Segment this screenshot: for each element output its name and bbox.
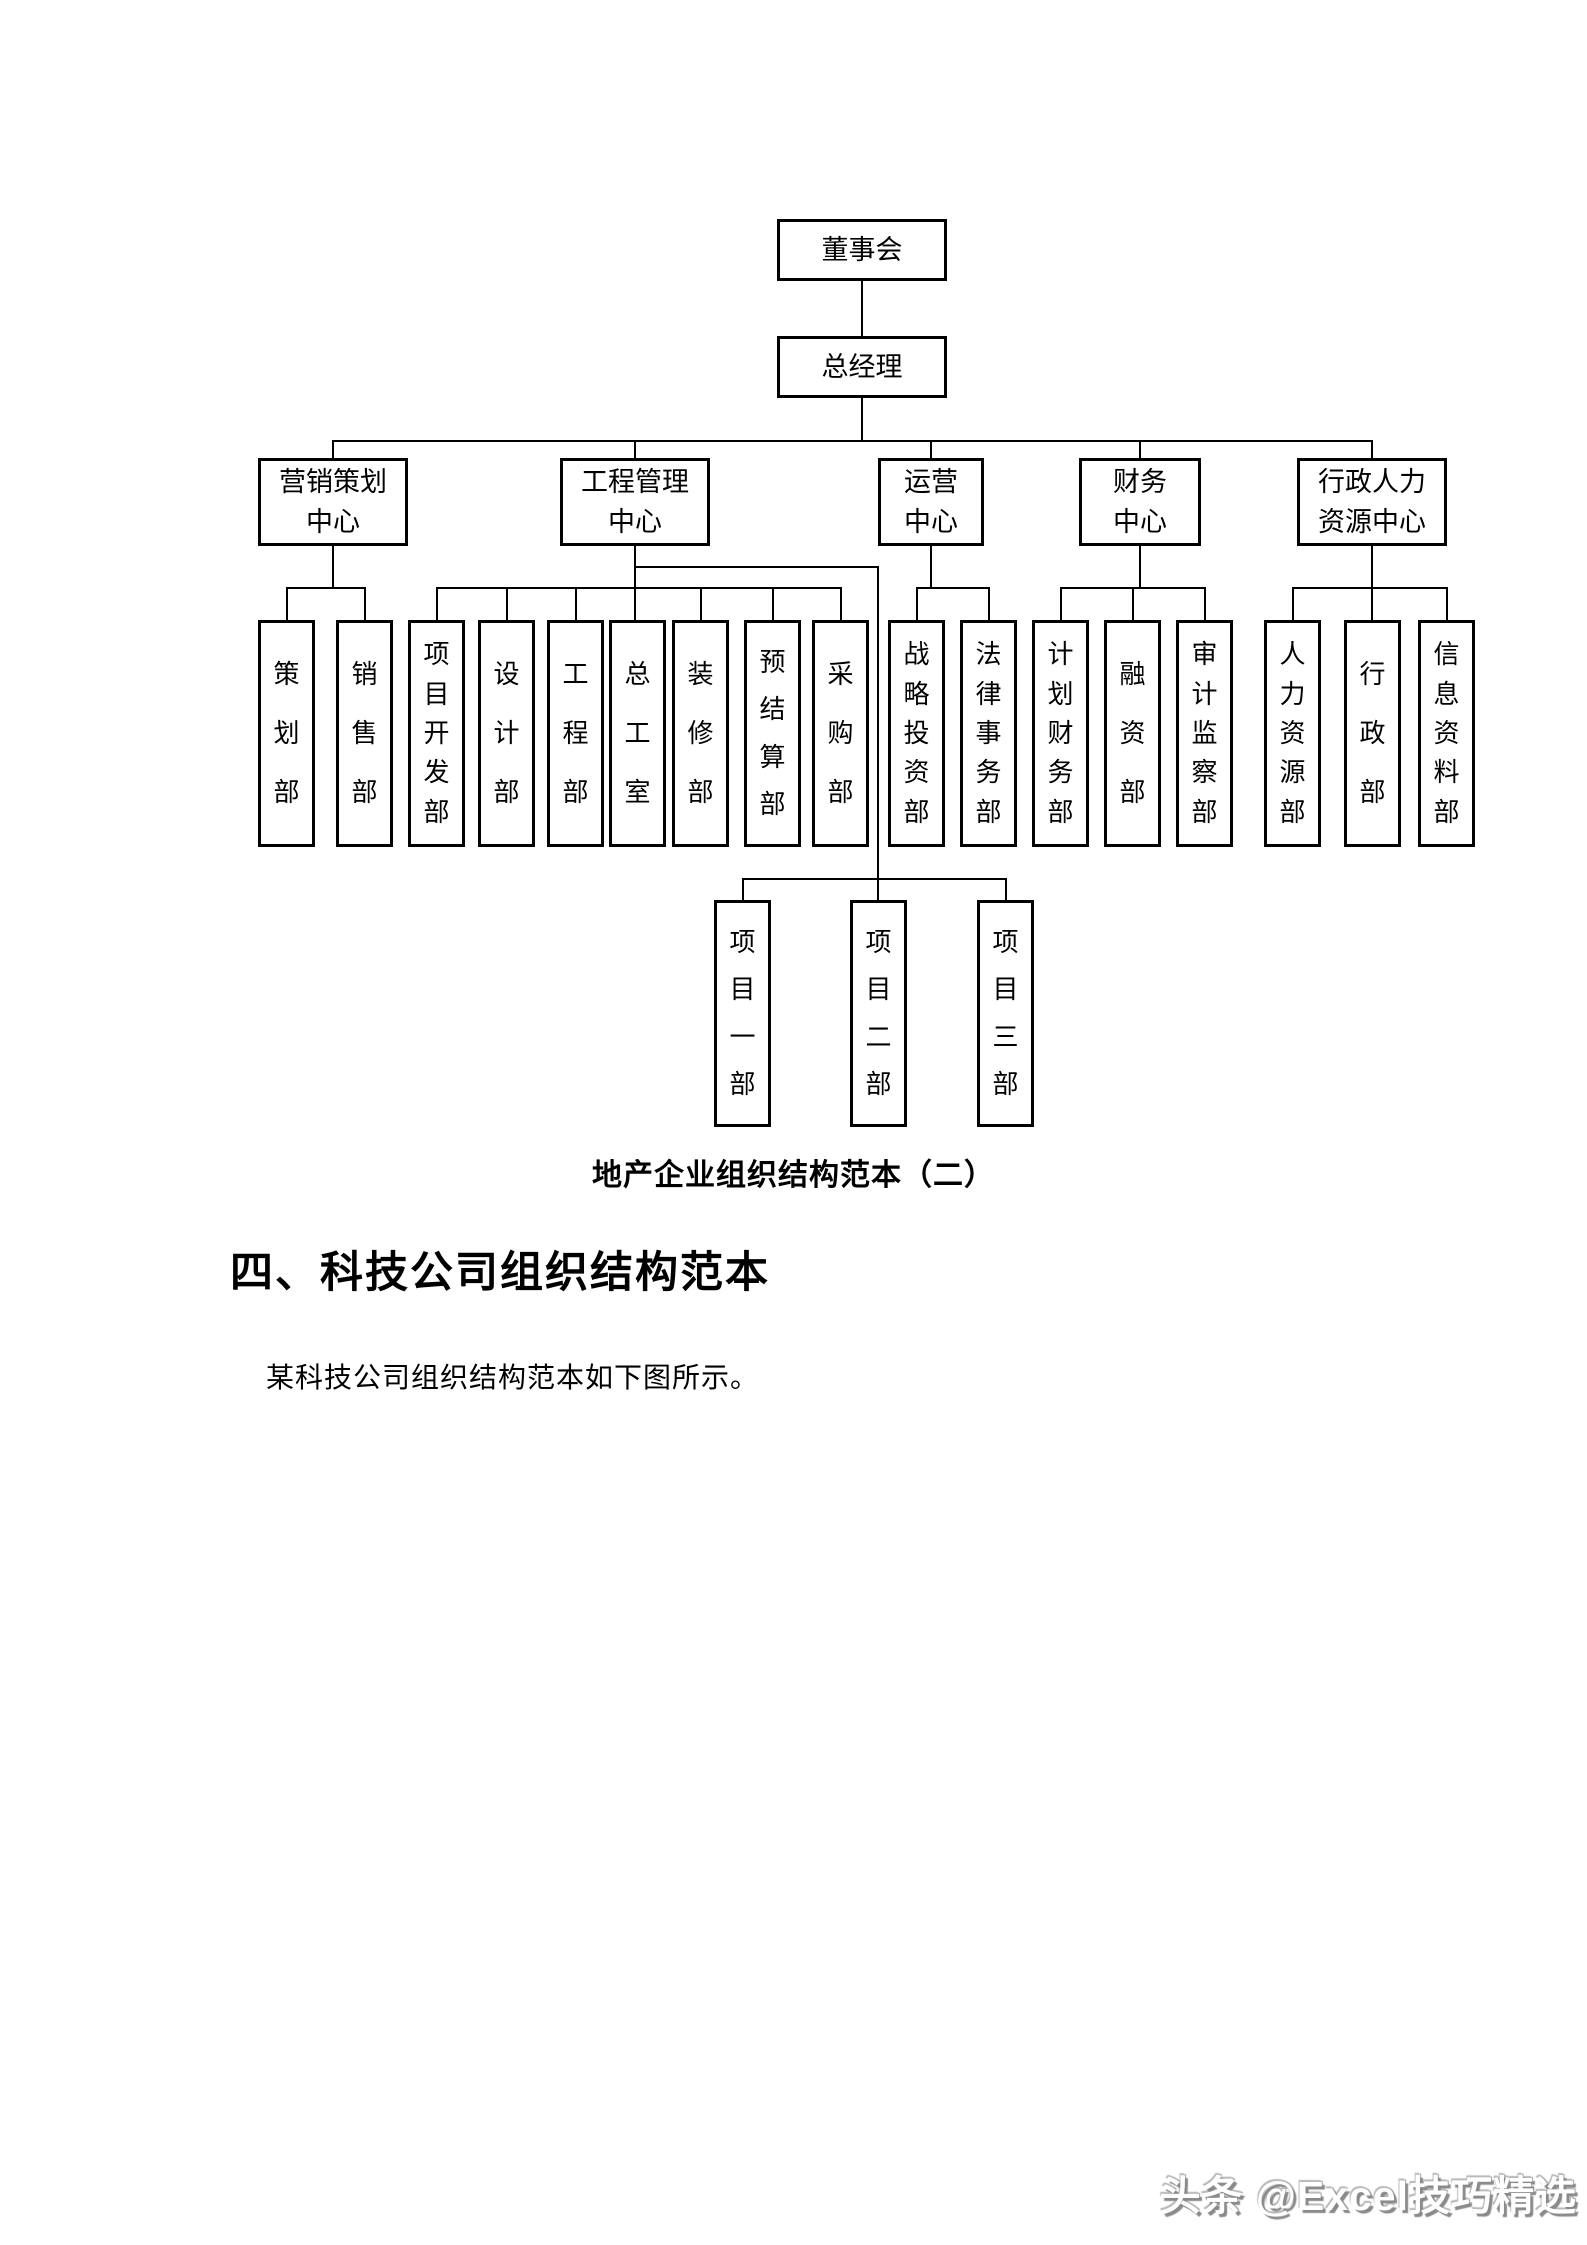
connector-line — [506, 587, 508, 620]
dept-box-project-development: 项目开发部 — [408, 620, 465, 847]
connector-line — [916, 587, 990, 589]
dept-box-sales: 销售部 — [336, 620, 393, 847]
body-paragraph: 某科技公司组织结构范本如下图所示。 — [266, 1363, 760, 1394]
center-box-admin-hr: 行政人力 资源中心 — [1297, 458, 1447, 546]
connector-line — [877, 878, 879, 900]
dept-box-information: 信息资料部 — [1418, 620, 1475, 847]
dept-box-administration: 行政部 — [1344, 620, 1401, 847]
connector-line — [286, 587, 288, 620]
watermark: 头条 @Excel技巧精选 — [1159, 2173, 1577, 2219]
connector-line — [1292, 587, 1294, 620]
dept-box-decoration: 装修部 — [672, 620, 729, 847]
project-box-1: 项目一部 — [714, 900, 771, 1127]
dept-box-planning: 策划部 — [258, 620, 315, 847]
connector-line — [1005, 878, 1007, 900]
center-box-finance: 财务 中心 — [1079, 458, 1201, 546]
connector-line — [700, 587, 702, 620]
connector-line — [332, 440, 334, 458]
center-box-operations: 运营 中心 — [878, 458, 984, 546]
dept-box-financing: 融资部 — [1104, 620, 1161, 847]
connector-line — [1446, 587, 1448, 620]
connector-line — [988, 587, 990, 620]
connector-line — [436, 587, 438, 620]
connector-line — [840, 587, 842, 620]
project-box-3: 项目三部 — [977, 900, 1034, 1127]
connector-line — [861, 398, 863, 442]
center-box-engineering: 工程管理 中心 — [560, 458, 710, 546]
connector-line — [930, 440, 932, 458]
connector-line — [1139, 440, 1141, 458]
connector-line — [1204, 587, 1206, 620]
connector-line — [575, 587, 577, 620]
connector-line — [634, 440, 636, 458]
project-box-2: 项目二部 — [850, 900, 907, 1127]
connector-line — [634, 546, 636, 620]
connector-line — [1371, 587, 1373, 620]
dept-box-design: 设计部 — [478, 620, 535, 847]
connector-line — [436, 587, 842, 589]
connector-line — [286, 587, 366, 589]
connector-line — [1132, 587, 1134, 620]
connector-line — [861, 281, 863, 336]
connector-line — [1060, 587, 1062, 620]
connector-line — [930, 546, 932, 589]
dept-box-chief-engineer-office: 总工室 — [609, 620, 666, 847]
dept-box-audit-supervision: 审计监察部 — [1176, 620, 1233, 847]
connector-line — [1371, 440, 1373, 458]
connector-line — [742, 878, 744, 900]
connector-line — [742, 878, 1007, 880]
center-box-marketing: 营销策划 中心 — [258, 458, 408, 546]
connector-line — [1292, 587, 1448, 589]
connector-line — [332, 546, 334, 589]
connector-line — [364, 587, 366, 620]
dept-box-legal-affairs: 法律事务部 — [960, 620, 1017, 847]
dept-box-plan-finance: 计划财务部 — [1032, 620, 1089, 847]
connector-line — [634, 566, 879, 568]
dept-box-human-resources: 人力资源部 — [1264, 620, 1321, 847]
general-manager-box: 总经理 — [777, 336, 947, 398]
dept-box-engineering: 工程部 — [547, 620, 604, 847]
connector-line — [877, 566, 879, 880]
dept-box-budget: 预结算部 — [744, 620, 801, 847]
dept-box-procurement: 采购部 — [812, 620, 869, 847]
connector-line — [1371, 546, 1373, 589]
board-box: 董事会 — [777, 219, 947, 281]
chart-caption: 地产企业组织结构范本（二） — [592, 1159, 995, 1192]
connector-line — [332, 440, 1373, 442]
connector-line — [1139, 546, 1141, 589]
dept-box-strategic-investment: 战略投资部 — [888, 620, 945, 847]
connector-line — [916, 587, 918, 620]
connector-line — [772, 587, 774, 620]
section-heading: 四、科技公司组织结构范本 — [230, 1250, 770, 1297]
